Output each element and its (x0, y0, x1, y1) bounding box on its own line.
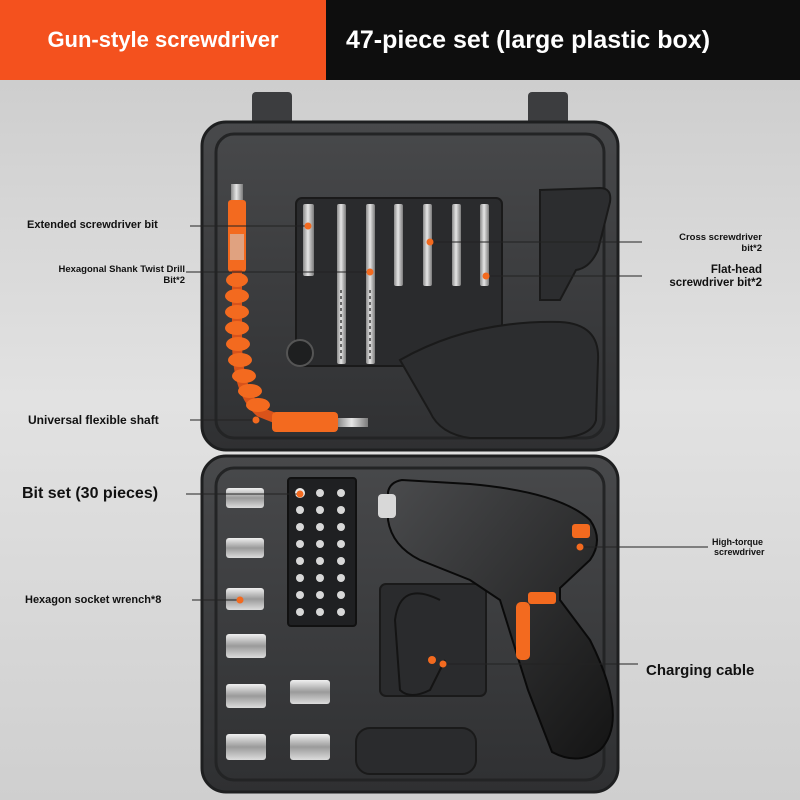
label-cross-bit-line2: bit*2 (741, 243, 762, 254)
label-cross-bit-line1: Cross screwdriver (679, 232, 762, 243)
label-high-torque-line2: screwdriver (714, 547, 765, 557)
flexible-shaft-tool (225, 184, 368, 432)
case-hinge-left (252, 92, 292, 126)
label-flat-head-line2: screwdriver bit*2 (669, 277, 762, 289)
cable-connector (428, 656, 436, 664)
label-flat-head-line1: Flat-head (710, 264, 762, 276)
cordless-screwdriver (378, 478, 614, 760)
banner-set-description: 47-piece set (large plastic box) (326, 0, 800, 80)
banner-product-type: Gun-style screwdriver (0, 0, 326, 80)
lid-bit-row (303, 204, 489, 364)
label-flat-head-bit: Flat-head screwdriver bit*2 (640, 264, 762, 292)
label-bit-set: Bit set (30 pieces) (22, 485, 159, 502)
charging-cable-wire (393, 592, 446, 696)
callout-dots (236, 222, 584, 668)
label-flexible-shaft: Universal flexible shaft (28, 413, 159, 427)
label-charging-cable: Charging cable (646, 662, 755, 679)
label-cross-bit: Cross screwdriver bit*2 (644, 233, 762, 255)
label-extended-bit: Extended screwdriver bit (27, 219, 158, 231)
header-banner: Gun-style screwdriver 47-piece set (larg… (0, 0, 800, 80)
callout-lines (186, 225, 708, 665)
label-twist-drill: Hexagonal Shank Twist Drill Bit*2 (22, 265, 185, 287)
label-twist-drill-line2: Bit*2 (163, 275, 185, 286)
label-high-torque: High-torque screwdriver (712, 537, 792, 559)
label-twist-drill-line1: Hexagonal Shank Twist Drill (58, 264, 185, 275)
label-hex-socket: Hexagon socket wrench*8 (25, 594, 162, 606)
label-high-torque-line1: High-torque (712, 537, 763, 547)
case-lid (200, 120, 620, 452)
hex-socket-group (226, 488, 330, 760)
case-hinge-right (528, 92, 568, 126)
